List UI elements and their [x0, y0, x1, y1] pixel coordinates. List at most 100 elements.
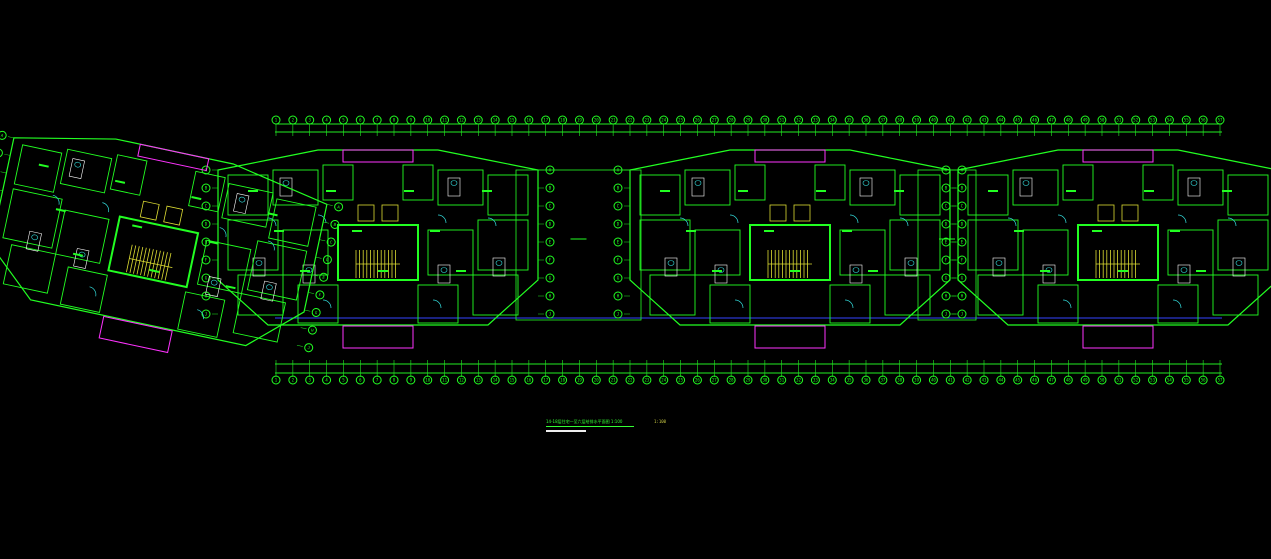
- axis-bubble-label: 13: [476, 118, 481, 123]
- axis-bubble-label: 23: [644, 378, 649, 383]
- axis-bubble: J: [545, 309, 555, 319]
- core-outline-bottom: [1082, 325, 1154, 349]
- elevator-shaft: [381, 204, 399, 222]
- room: [1037, 284, 1079, 324]
- axis-bubble-label: 28: [729, 118, 734, 123]
- room: [109, 154, 148, 196]
- axis-bubble: D: [545, 219, 555, 229]
- drawing-title: 14-18层住宅一至六层给排水平面图 1:100: [546, 419, 623, 424]
- pipe-tag: [1092, 230, 1102, 232]
- door-swing: [1057, 214, 1067, 224]
- axis-bubble-label: 16: [526, 378, 531, 383]
- axis-bubble-label: 14: [493, 118, 498, 123]
- axis-bubble-label: G: [961, 276, 964, 281]
- axis-bubble-circle: [613, 183, 623, 193]
- axis-leader: [311, 274, 318, 277]
- axis-bubble-label: 57: [1218, 118, 1223, 123]
- room: [177, 291, 226, 338]
- axis-bubble-label: 5: [342, 118, 345, 123]
- room: [1177, 169, 1224, 206]
- axis-bubble-label: J: [549, 312, 551, 317]
- axis-bubble-label: 48: [1066, 378, 1071, 383]
- axis-bubble-label: H: [961, 294, 964, 299]
- room: [59, 266, 108, 313]
- axis-leader: [296, 344, 303, 347]
- axis-bubble-circle: [613, 237, 623, 247]
- door-swing: [1062, 299, 1072, 309]
- axis-bubble: G: [311, 307, 321, 317]
- axis-bubble-circle: [613, 273, 623, 283]
- axis-leader: [326, 204, 333, 206]
- axis-bubble-label: 54: [1167, 118, 1172, 123]
- axis-bubble-circle: [201, 255, 211, 265]
- room: [297, 284, 339, 324]
- door-swing: [734, 299, 744, 309]
- axis-bubble-circle: [613, 219, 623, 229]
- axis-leader: [315, 256, 322, 259]
- room: [1012, 169, 1059, 206]
- bottom-dimension-chain: [275, 363, 1222, 374]
- axis-bubble-label: 34: [830, 378, 835, 383]
- axis-bubble-circle: [941, 201, 951, 211]
- axis-bubble-label: 26: [695, 378, 700, 383]
- fixture: [1187, 177, 1201, 197]
- axis-bubble-circle: [545, 273, 555, 283]
- axis-bubble-label: D: [205, 222, 208, 227]
- axis-bubble-label: 19: [577, 378, 582, 383]
- axis-bubble-label: 31: [779, 118, 784, 123]
- axis-bubble-circle: [545, 237, 555, 247]
- axis-bubble-label: 35: [847, 118, 852, 123]
- fixture: [205, 276, 222, 297]
- axis-bubble-label: B: [617, 186, 620, 191]
- pipe-tag: [378, 270, 388, 272]
- room: [829, 284, 871, 324]
- axis-bubble-label: J: [307, 345, 310, 350]
- room: [268, 198, 317, 247]
- pipe-tag: [225, 285, 236, 290]
- core-outline-bottom: [754, 325, 826, 349]
- axis-bubble-label: C: [961, 204, 964, 209]
- axis-bubble-label: 48: [1066, 118, 1071, 123]
- axis-leader: [0, 189, 3, 191]
- pipe-tag: [456, 270, 466, 272]
- axis-bubble-label: 10: [425, 118, 430, 123]
- axis-bubble-label: G: [945, 276, 948, 281]
- stair: [767, 250, 812, 278]
- exterior-wall: [957, 149, 1271, 326]
- room: [221, 183, 274, 228]
- door-swing: [729, 214, 739, 224]
- room: [272, 169, 319, 206]
- axis-bubble-label: D: [945, 222, 948, 227]
- gap-gap1: [515, 169, 642, 321]
- axis-bubble-label: B: [961, 186, 964, 191]
- axis-bubble-circle: [613, 291, 623, 301]
- fixture-basin: [862, 180, 870, 186]
- axis-bubble: A: [334, 202, 344, 212]
- axis-bubble: B: [613, 183, 623, 193]
- core-outline-bottom: [98, 315, 173, 354]
- fixture: [691, 177, 705, 197]
- door-swing: [89, 286, 97, 297]
- axis-bubble-label: 8: [393, 118, 396, 123]
- axis-bubble-label: 8: [393, 378, 396, 383]
- axis-bubble-label: 22: [628, 118, 633, 123]
- drawing-title-block: 14-18层住宅一至六层给排水平面图 1:100: [546, 419, 622, 425]
- core-outline-top: [754, 149, 826, 163]
- room: [1157, 284, 1199, 324]
- axis-bubble-label: 39: [914, 378, 919, 383]
- fixture-basin: [1235, 260, 1243, 266]
- room: [437, 169, 484, 206]
- pipe-tag: [790, 270, 800, 272]
- axis-leader: [323, 221, 330, 224]
- axis-bubble-label: B: [333, 222, 337, 228]
- pipe-tag: [894, 190, 904, 192]
- fixture-basin: [694, 180, 702, 186]
- axis-bubble-label: G: [549, 276, 552, 281]
- axis-bubble-label: 56: [1201, 378, 1206, 383]
- axis-bubble-label: H: [617, 294, 620, 299]
- pipe-tag: [1040, 270, 1050, 272]
- pipe-tag: [248, 190, 258, 192]
- axis-bubble-label: G: [617, 276, 620, 281]
